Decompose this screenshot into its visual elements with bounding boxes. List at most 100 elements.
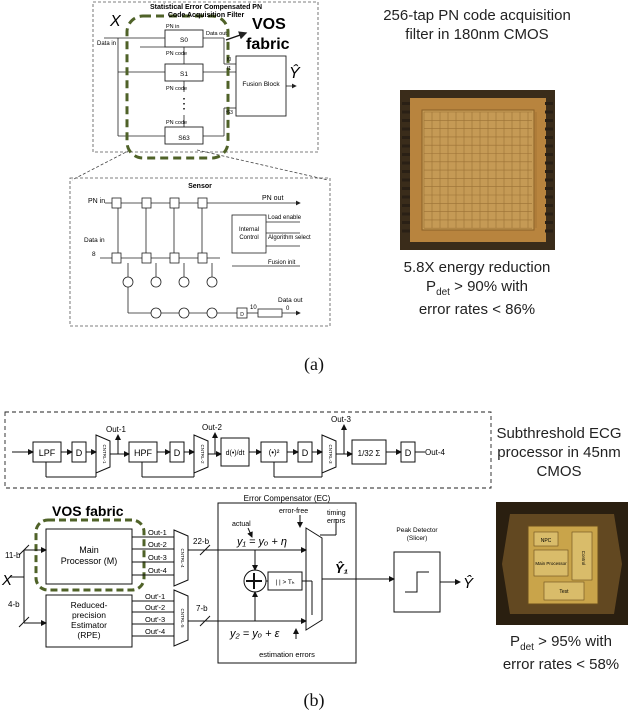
load-enable: Load enable: [268, 215, 302, 221]
cntrl4-mux: [173, 529, 189, 587]
f63-label: f63: [226, 110, 233, 116]
data-in-label: Data in: [97, 41, 116, 47]
internal-control-line1: Internal: [239, 227, 259, 233]
rpe-line1: Reduced-: [71, 600, 108, 610]
sensor-data-in: Data in: [84, 237, 105, 244]
m-out-3: Out-3: [148, 553, 167, 562]
pn-code-label-3: PN code: [166, 120, 187, 126]
cntrl4-label: CNTRL-4: [180, 548, 185, 567]
square-label: (•)²: [269, 448, 280, 457]
filter-title-line2: Code Acquisition Filter: [168, 12, 245, 19]
peak-detector-line1: Peak Detector: [396, 527, 438, 534]
stage-s1-label: S1: [180, 71, 188, 78]
d-label-1: D: [76, 448, 83, 458]
bits-7: 7-b: [196, 604, 208, 613]
ecg-processor-die-photo: NPC Main Processor Control Test: [496, 502, 628, 625]
bit-lo: 0: [286, 306, 290, 312]
bits-11: 11-b: [5, 551, 21, 560]
fusion-init: Fusion init: [268, 260, 296, 266]
rpe-out-3: Out'-3: [145, 615, 165, 624]
filter-outline: [92, 1, 319, 153]
estimation-errors: estimation errors: [259, 650, 315, 659]
rpe-out-4: Out'-4: [145, 627, 165, 636]
vos-fabric-label-line1: VOS: [252, 16, 286, 33]
cntrl2-label: CNTRL-2: [200, 444, 205, 463]
y-hat-label: Ŷ: [289, 63, 301, 82]
y1-hat-label: Ŷ₁: [335, 561, 348, 576]
main-processor-box: [45, 528, 133, 585]
sensor-outline: [69, 177, 331, 327]
filter-title-line1: Statistical Error Compensated PN: [150, 4, 262, 11]
panel-a-diagram: Statistical Error Compensated PN Code Ac…: [69, 1, 331, 327]
rpe-line3: Estimator: [71, 620, 107, 630]
pn-in-label: PN in: [166, 24, 179, 30]
hpf-label: HPF: [134, 448, 153, 458]
x-input-label-b: X: [1, 572, 13, 589]
d-label-3: D: [302, 448, 309, 458]
deriv-label: d(•)/dt: [226, 450, 245, 457]
rpe-line4: (RPE): [77, 630, 100, 640]
y-hat-label-b: Ŷ: [463, 575, 474, 592]
chip-label-test: Test: [559, 589, 569, 595]
d-label-4: D: [405, 448, 412, 458]
energy-line1: 5.8X energy reduction: [403, 259, 551, 276]
d-register-label: D: [240, 312, 244, 318]
sensor-pn-in: PN in: [88, 198, 105, 205]
x-input-label: X: [109, 13, 122, 30]
sensor-pn-out: PN out: [262, 195, 283, 202]
d-label-2: D: [174, 448, 181, 458]
timing-errors-line2: errors: [327, 518, 346, 525]
m-out-4: Out-4: [148, 566, 167, 575]
ec-title: Error Compensator (EC): [244, 494, 331, 503]
caption-b: (b): [303, 690, 325, 710]
m-out-2: Out-2: [148, 540, 167, 549]
sensor-data-out: Data out: [278, 297, 303, 304]
main-processor-line2: Processor (M): [61, 556, 118, 566]
ecg-pipeline-outline: [4, 411, 492, 489]
cntrl1-mux: [95, 434, 111, 474]
algorithm-select: Algorithm select: [268, 235, 311, 241]
pn-code-label-2: PN code: [166, 86, 187, 92]
out2-label: Out-2: [202, 423, 223, 432]
cntrl1-label: CNTRL-1: [102, 444, 107, 463]
out3-label: Out-3: [331, 415, 352, 424]
energy-line2: Pdet > 90% with: [426, 278, 528, 299]
cntrl5-label: CNTRL-5: [180, 608, 185, 627]
pn-code-label-1: PN code: [166, 51, 187, 57]
cntrl2-mux: [193, 434, 209, 474]
f1-label: f1: [227, 66, 231, 72]
chip-label-control: Control: [581, 551, 586, 566]
pn-filter-die-photo: [400, 90, 555, 250]
rpe-out-2: Out'-2: [145, 603, 165, 612]
avg-label: 1/32 Σ: [358, 449, 381, 458]
stage-s63-label: S63: [178, 135, 190, 142]
ecg-chip-note: Subthreshold ECG processor in 45nm CMOS: [496, 425, 622, 481]
energy-line3: error rates < 86%: [418, 300, 536, 318]
ec-mux: [305, 527, 323, 631]
data-out-label: Data out: [206, 31, 227, 37]
eq1: y₁ = yₒ + η: [236, 536, 287, 548]
cntrl3-label: CNTRL-3: [328, 444, 333, 463]
rpe-out-1: Out'-1: [145, 592, 165, 601]
bits-22: 22-b: [193, 537, 210, 546]
slicer-curve: [405, 571, 429, 593]
peak-detector-line2: (Slicer): [407, 535, 428, 542]
caption-a: (a): [304, 354, 324, 374]
perf-line1: Pdet > 95% with: [510, 633, 612, 653]
actual-label: actual: [232, 521, 251, 528]
error-free-label: error-free: [279, 508, 308, 515]
rpe-box: [45, 594, 133, 648]
vos-fabric-outline-b: [34, 518, 146, 592]
panel-b-diagram: LPF D HPF D d(•)/dt (•)² D 1/32 Σ D CNTR…: [1, 411, 492, 664]
energy-note: 5.8X energy reduction Pdet > 90% with er…: [382, 258, 572, 319]
chip-label-npc: NPC: [541, 538, 552, 544]
m-out-1: Out-1: [148, 528, 167, 537]
timing-errors-line1: timing: [327, 510, 346, 517]
vos-fabric-outline: [125, 14, 230, 160]
pn-filter-chip-note: 256-tap PN code acquisition filter in 18…: [383, 7, 571, 44]
perf-line2: error rates < 58%: [502, 655, 620, 673]
out1-label: Out-1: [106, 425, 127, 434]
vos-fabric-label-b: VOS fabric: [52, 503, 124, 519]
fusion-block-label: Fusion Block: [242, 81, 280, 88]
internal-control-box: [231, 214, 267, 254]
